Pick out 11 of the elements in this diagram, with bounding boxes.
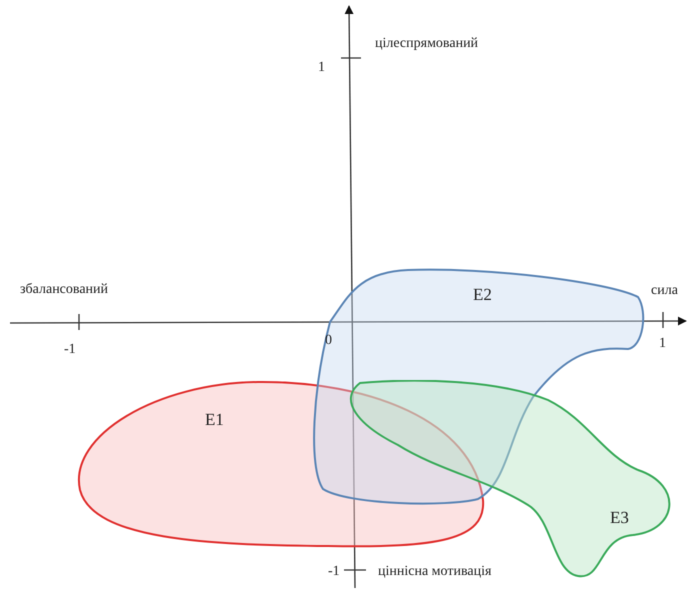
tick-label: -1 — [328, 564, 340, 580]
axis-title: ціннісна мотивація — [378, 564, 492, 580]
region-label: E1 — [205, 410, 224, 430]
tick-label: -1 — [64, 342, 76, 358]
axis-title: цілеспрямований — [375, 36, 478, 52]
region-label: E2 — [473, 285, 492, 305]
tick-label: 1 — [659, 336, 666, 352]
tick-label: 1 — [318, 60, 325, 76]
axis-title: збалансований — [20, 282, 108, 298]
axis-title: сила — [651, 283, 678, 299]
region-label: E3 — [610, 508, 629, 528]
